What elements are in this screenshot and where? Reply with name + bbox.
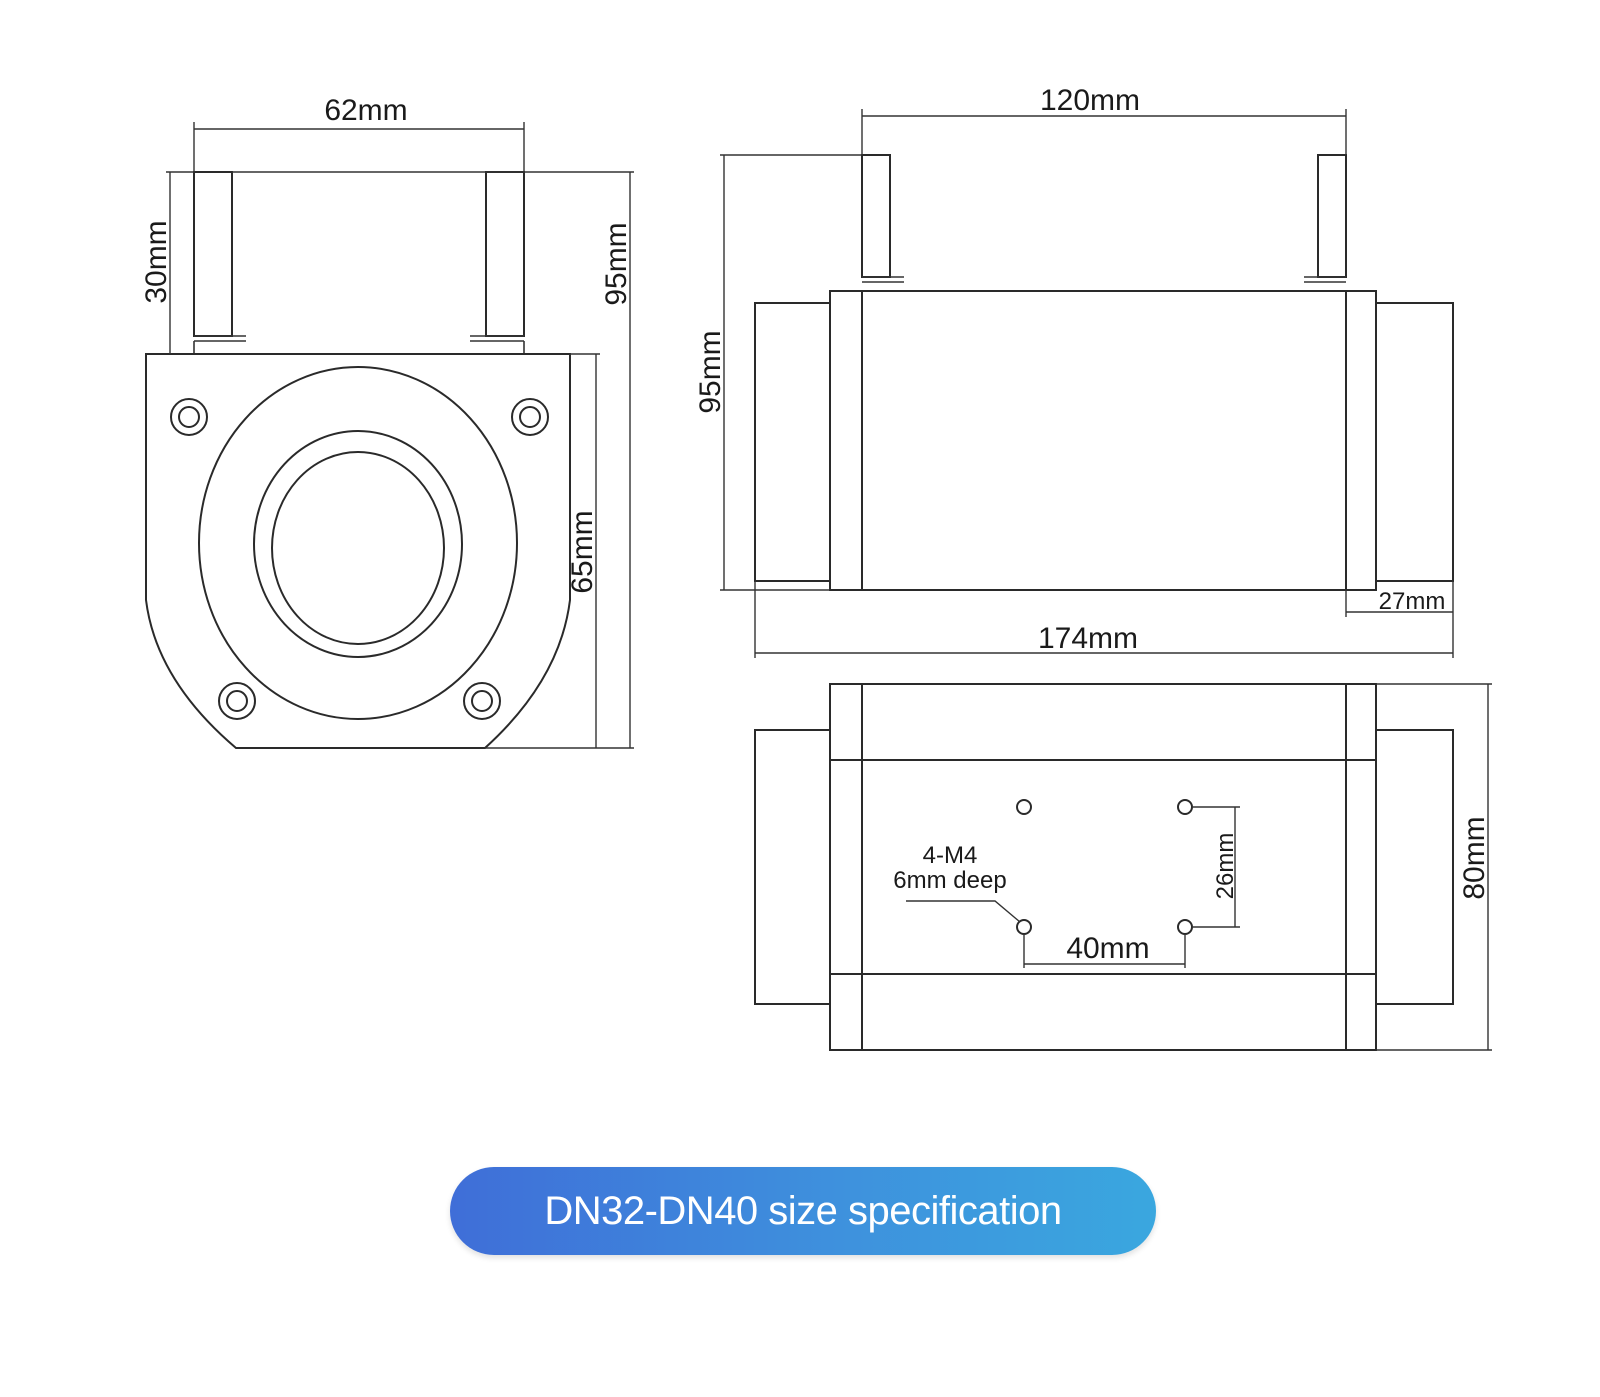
front-body-outline	[145, 353, 571, 749]
front-view: 62mm 30mm 95mm 65mm	[140, 94, 634, 749]
front-right-post	[485, 171, 525, 337]
thread-depth-label: 6mm deep	[893, 867, 1006, 894]
threaded-hole	[1016, 799, 1032, 815]
bottom-left-end	[754, 729, 831, 1005]
front-body-height-label: 65mm	[566, 510, 599, 593]
front-bolt-hole	[170, 398, 208, 436]
threaded-hole	[1177, 919, 1193, 935]
side-end-length-label: 27mm	[1379, 588, 1446, 615]
hole-horizontal-spacing-label: 40mm	[1066, 932, 1149, 965]
front-bolt-hole	[463, 682, 501, 720]
spec-banner-text: DN32-DN40 size specification	[544, 1188, 1062, 1233]
front-outer-flange	[198, 366, 518, 720]
thread-spec-label: 4-M4	[923, 842, 978, 869]
side-right-end	[1375, 302, 1454, 582]
front-bolt-hole	[218, 682, 256, 720]
front-bracket-height-label: 30mm	[140, 220, 173, 303]
spec-banner: DN32-DN40 size specification	[450, 1167, 1156, 1255]
threaded-hole	[1177, 799, 1193, 815]
thread-leader-line	[906, 900, 1021, 923]
side-left-post	[861, 154, 891, 278]
front-width-label: 62mm	[324, 94, 407, 127]
bottom-view: 4-M4 6mm deep 26mm 40mm 80mm	[754, 683, 1492, 1051]
bottom-width-label: 80mm	[1458, 816, 1491, 899]
side-view: 120mm 95mm 27mm 174mm	[694, 84, 1454, 658]
side-total-height-label: 95mm	[694, 330, 727, 413]
front-bore	[271, 451, 445, 645]
side-main-body	[829, 290, 1377, 591]
front-mid-ring	[253, 430, 463, 658]
hole-vertical-spacing-label: 26mm	[1212, 833, 1239, 900]
side-left-end	[754, 302, 831, 582]
side-bracket-span-label: 120mm	[1040, 84, 1140, 117]
bottom-right-end	[1375, 729, 1454, 1005]
front-bolt-hole	[511, 398, 549, 436]
side-total-length-label: 174mm	[1038, 622, 1138, 655]
front-total-height-label: 95mm	[600, 222, 633, 305]
side-right-post	[1317, 154, 1347, 278]
front-left-post	[193, 171, 233, 337]
